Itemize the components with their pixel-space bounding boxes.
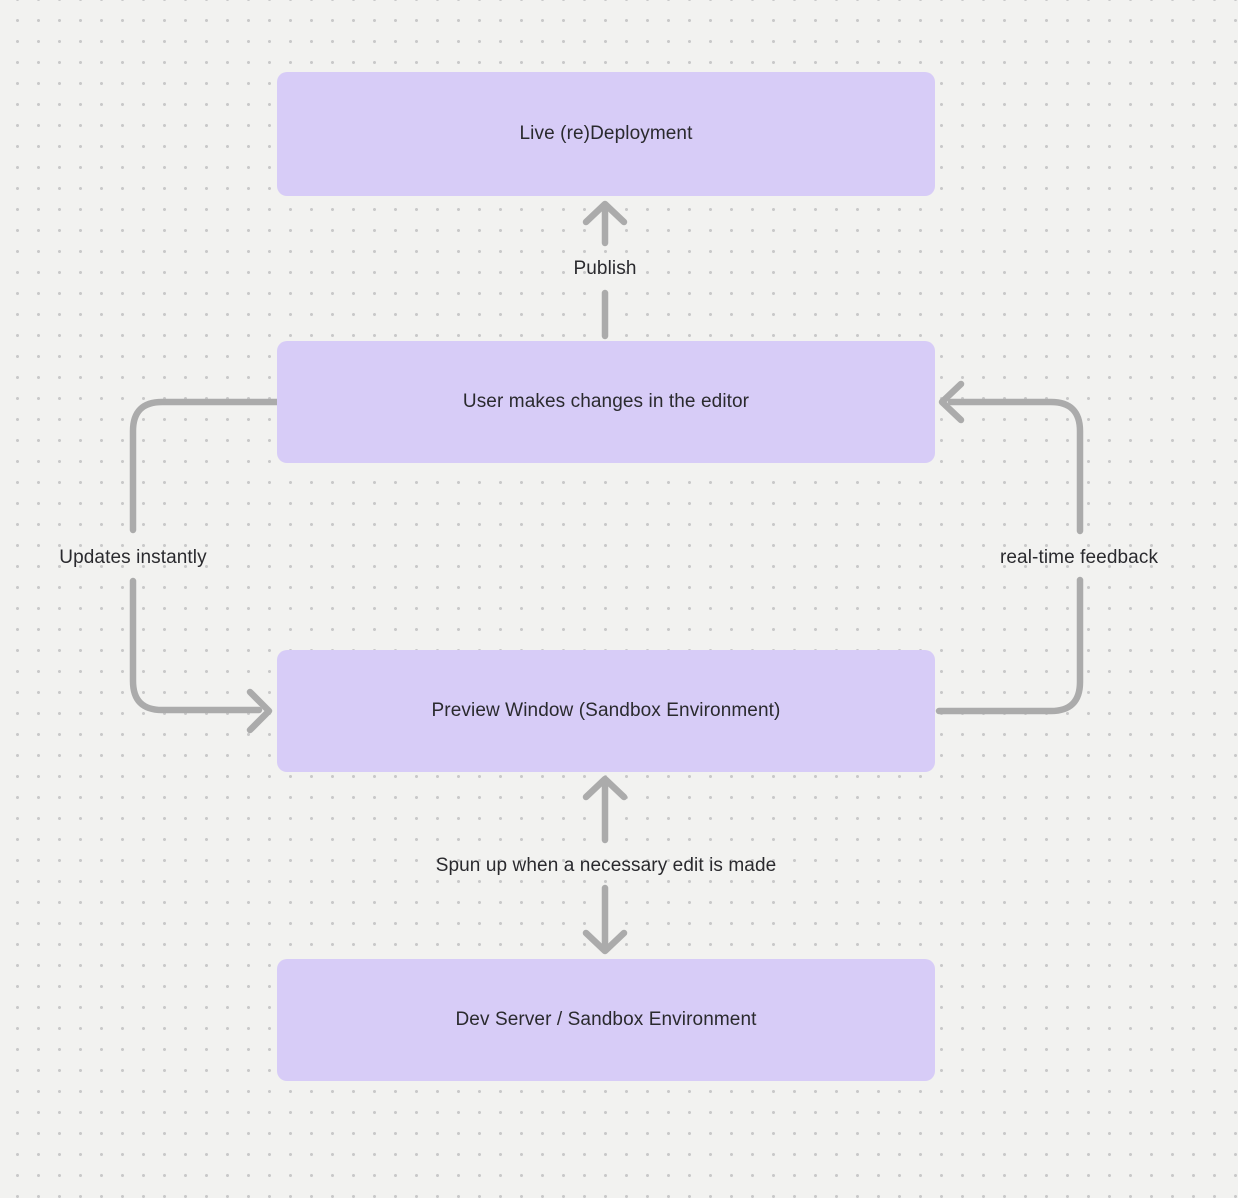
edge-label-spun-up: Spun up when a necessary edit is made	[435, 855, 777, 876]
edge-label-publish: Publish	[573, 258, 637, 279]
node-preview-window[interactable]: Preview Window (Sandbox Environment)	[277, 650, 935, 772]
node-live-deployment[interactable]: Live (re)Deployment	[277, 72, 935, 196]
node-preview-window-label: Preview Window (Sandbox Environment)	[431, 700, 781, 721]
edge-label-realtime-feedback: real-time feedback	[999, 547, 1159, 568]
node-dev-server[interactable]: Dev Server / Sandbox Environment	[277, 959, 935, 1081]
node-live-deployment-label: Live (re)Deployment	[519, 123, 693, 144]
edge-label-updates-instantly: Updates instantly	[59, 547, 207, 568]
node-editor-changes[interactable]: User makes changes in the editor	[277, 341, 935, 463]
node-dev-server-label: Dev Server / Sandbox Environment	[455, 1009, 757, 1030]
node-editor-changes-label: User makes changes in the editor	[462, 391, 750, 412]
